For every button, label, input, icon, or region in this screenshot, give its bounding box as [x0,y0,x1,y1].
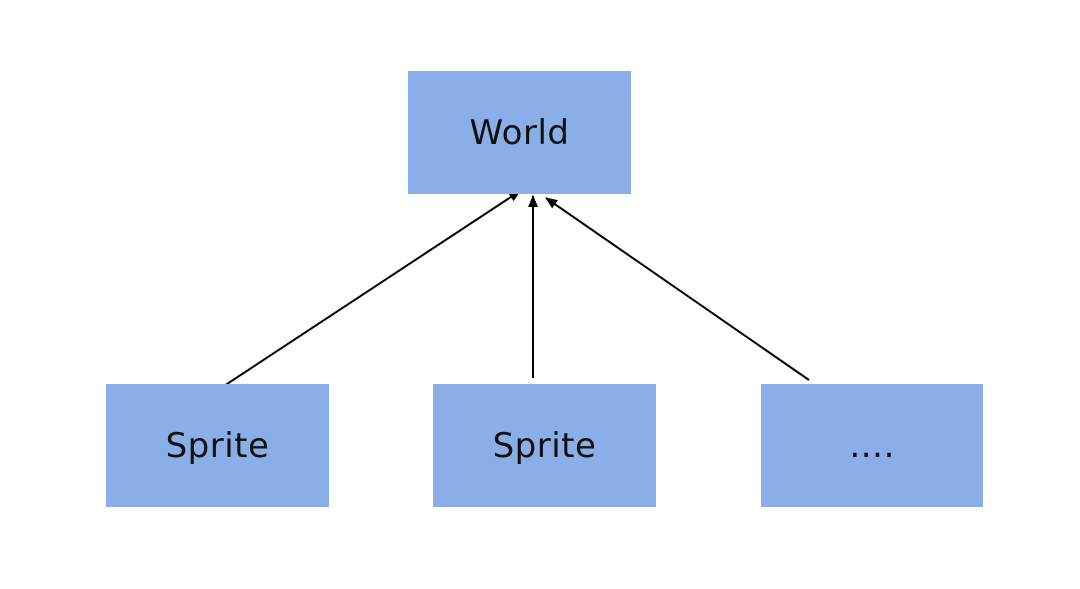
sprite-node-2: Sprite [433,384,656,507]
sprite-node-1: Sprite [106,384,329,507]
sprite-node-2-label: Sprite [492,425,597,466]
edge-more-to-world [545,197,810,381]
sprite-node-1-label: Sprite [165,425,270,466]
edge-sprite1-to-world [223,190,521,387]
more-node: …. [761,384,983,507]
more-node-label: …. [849,425,895,466]
world-node: World [408,71,631,194]
world-node-label: World [469,112,570,153]
